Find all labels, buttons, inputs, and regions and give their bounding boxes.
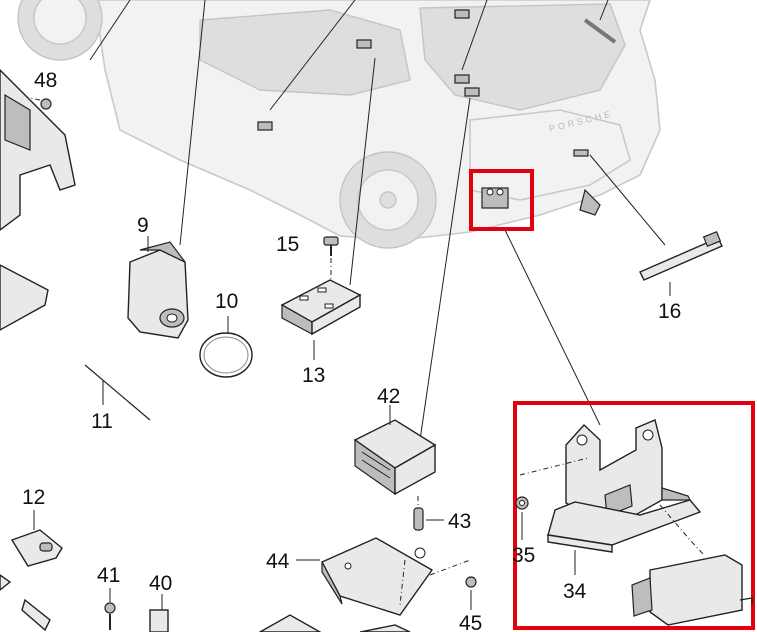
partial-part xyxy=(258,614,322,632)
part-45-clip xyxy=(465,576,477,588)
part-40-bracket xyxy=(149,609,169,632)
callout-16: 16 xyxy=(658,300,681,323)
part-13-control-module xyxy=(280,279,362,336)
callout-42: 42 xyxy=(377,385,400,408)
callout-10: 10 xyxy=(215,290,238,313)
part-34-module xyxy=(631,554,753,626)
car-sensor-part xyxy=(356,39,372,49)
car-module-34-location xyxy=(481,187,509,209)
callout-40: 40 xyxy=(149,572,172,595)
callout-11: 11 xyxy=(91,410,113,433)
callout-35: 35 xyxy=(512,544,535,567)
callout-9: 9 xyxy=(137,214,149,237)
callout-15: 15 xyxy=(276,233,299,256)
left-edge-part xyxy=(0,574,12,591)
callout-45: 45 xyxy=(459,612,482,632)
dash-44 xyxy=(399,559,406,606)
part-9-ignition-lock xyxy=(127,241,189,339)
car-sensor-part xyxy=(454,9,470,19)
part-11-antenna-wire xyxy=(84,364,151,421)
tow-hitch xyxy=(579,188,601,216)
dash-34-connect xyxy=(659,504,706,557)
callout-43: 43 xyxy=(448,510,471,533)
part-35-nut xyxy=(515,496,529,510)
part-41-screw xyxy=(104,602,116,630)
callout-48: 48 xyxy=(34,69,57,92)
part-42-control-unit xyxy=(353,419,437,496)
part-blade xyxy=(21,598,51,632)
partial-part xyxy=(359,624,411,632)
part-12-key-fob xyxy=(10,529,63,567)
callout-34: 34 xyxy=(563,580,587,603)
leader-lines xyxy=(89,0,666,441)
detail-highlight-frame xyxy=(513,401,755,630)
left-bracket-assembly xyxy=(0,69,76,331)
car-wiring xyxy=(583,18,617,44)
callout-41: 41 xyxy=(97,564,120,587)
callout-13: 13 xyxy=(302,364,325,387)
callout-12: 12 xyxy=(22,486,45,509)
car-location-highlight-frame xyxy=(469,169,534,231)
part-44-tray xyxy=(321,537,434,616)
car-sensor-part xyxy=(257,121,273,131)
detail-callout-box: 35 34 xyxy=(512,401,755,630)
part-10-ring xyxy=(199,332,253,378)
part-43-connector xyxy=(413,507,424,531)
car-sensor-part xyxy=(454,74,470,84)
part-16-strip xyxy=(639,230,723,281)
dash-44b xyxy=(429,559,471,576)
car-sensor-part xyxy=(464,87,480,97)
part-34-bracket xyxy=(547,419,702,553)
part-15-screw xyxy=(323,236,339,256)
callout-44: 44 xyxy=(266,550,290,573)
car-sensor-part xyxy=(573,149,589,157)
vehicle-illustration: PORSCHE xyxy=(17,0,661,249)
